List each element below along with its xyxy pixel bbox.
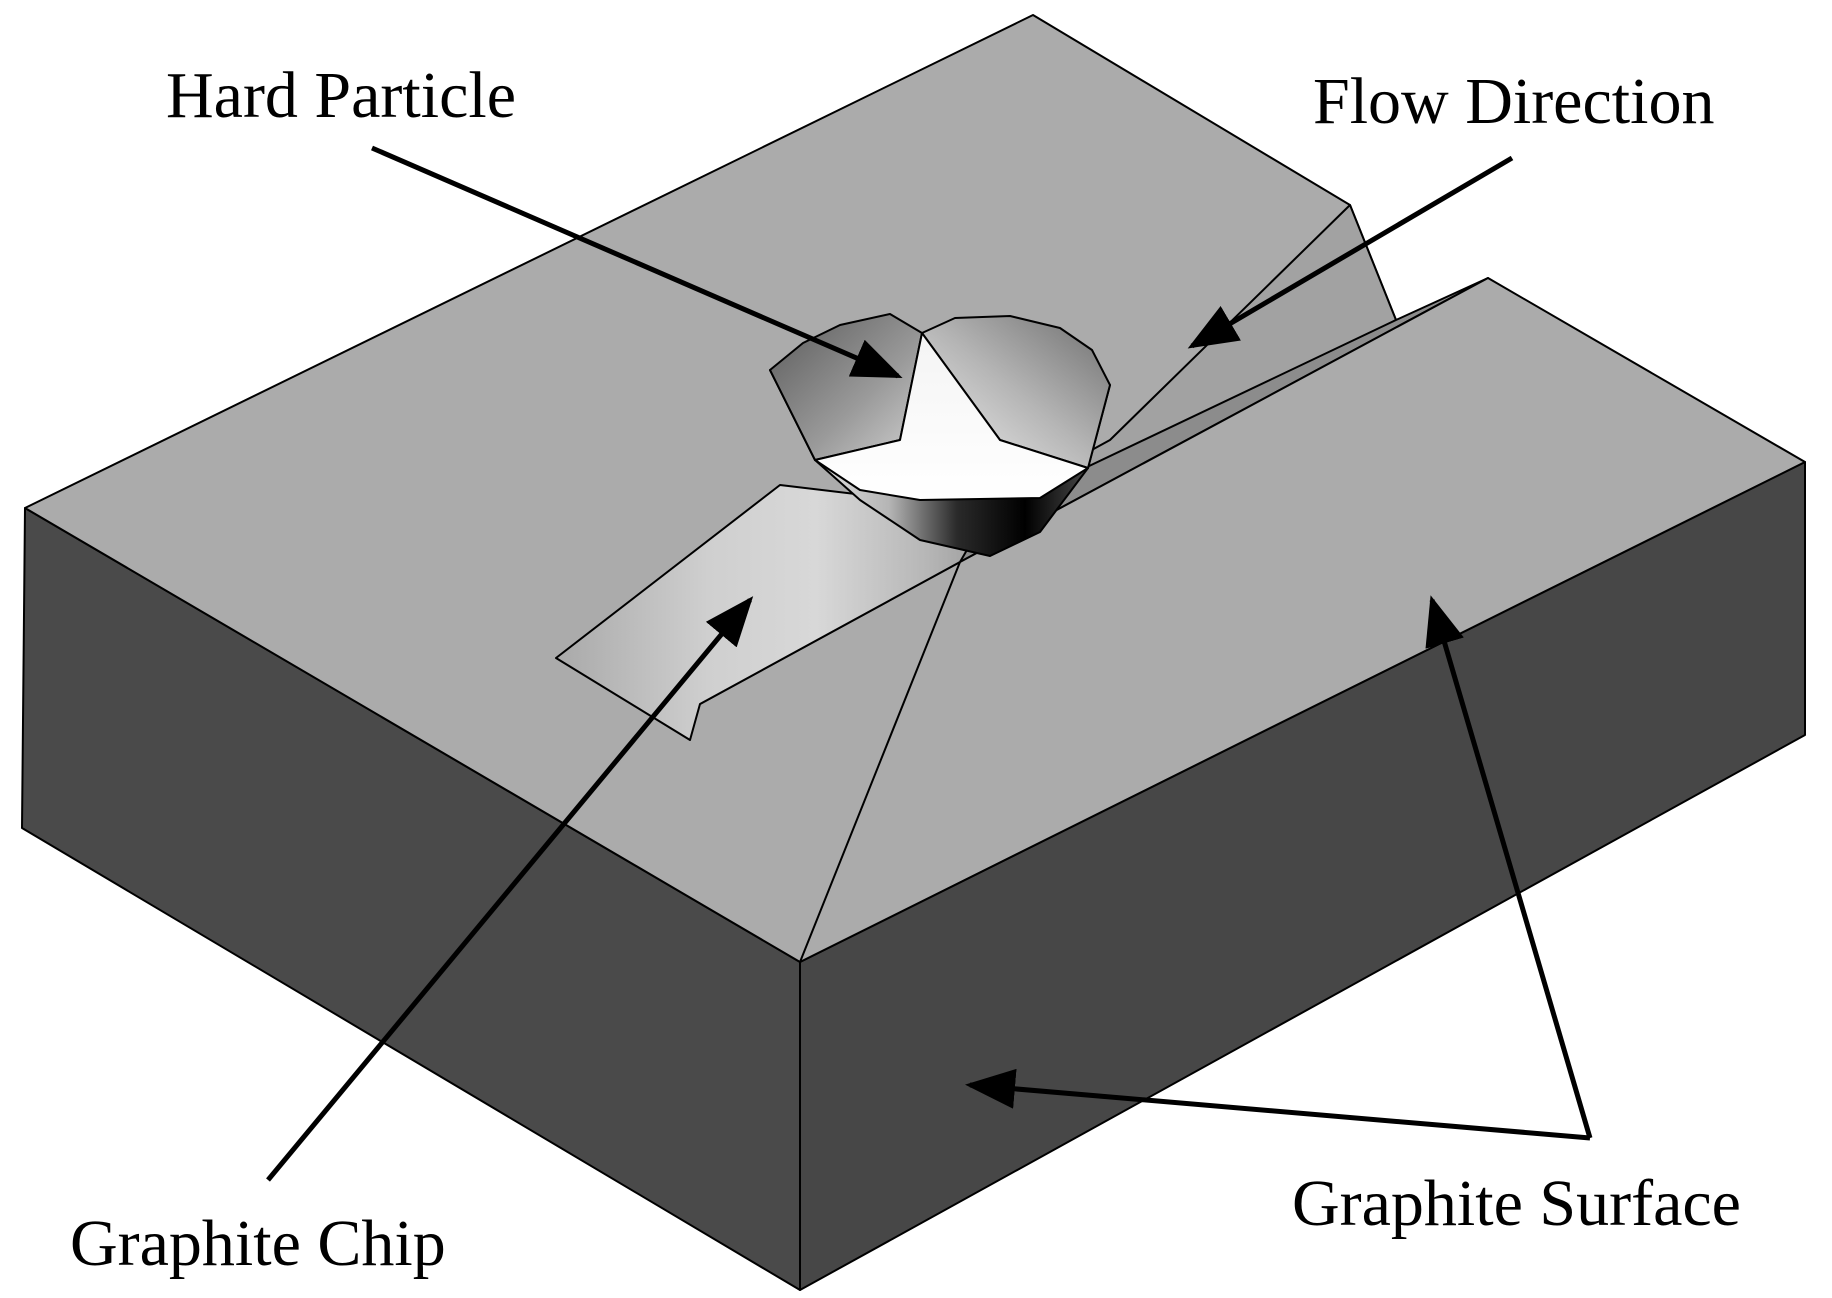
graphite-surface-label: Graphite Surface — [1292, 1167, 1741, 1240]
callout-labels: Hard Particle Flow Direction Graphite Ch… — [70, 59, 1741, 1280]
hard-particle-arrow — [371, 145, 903, 379]
block-top-face-right — [799, 277, 1806, 963]
graphite-chip-label: Graphite Chip — [70, 1207, 446, 1280]
graphite-chip — [555, 484, 991, 741]
flow-direction-label: Flow Direction — [1313, 65, 1714, 138]
hard-particle-cone-front — [814, 332, 1089, 501]
graphite-chip-arrow — [266, 596, 754, 1182]
graphite-surface-arrow-side — [965, 1068, 1591, 1141]
graphite-block — [21, 14, 1806, 1291]
graphite-surface-arrow-top — [1425, 595, 1593, 1139]
flow-direction-arrow — [1187, 155, 1514, 349]
hard-particle-label: Hard Particle — [166, 59, 516, 132]
callout-arrows — [266, 145, 1593, 1182]
